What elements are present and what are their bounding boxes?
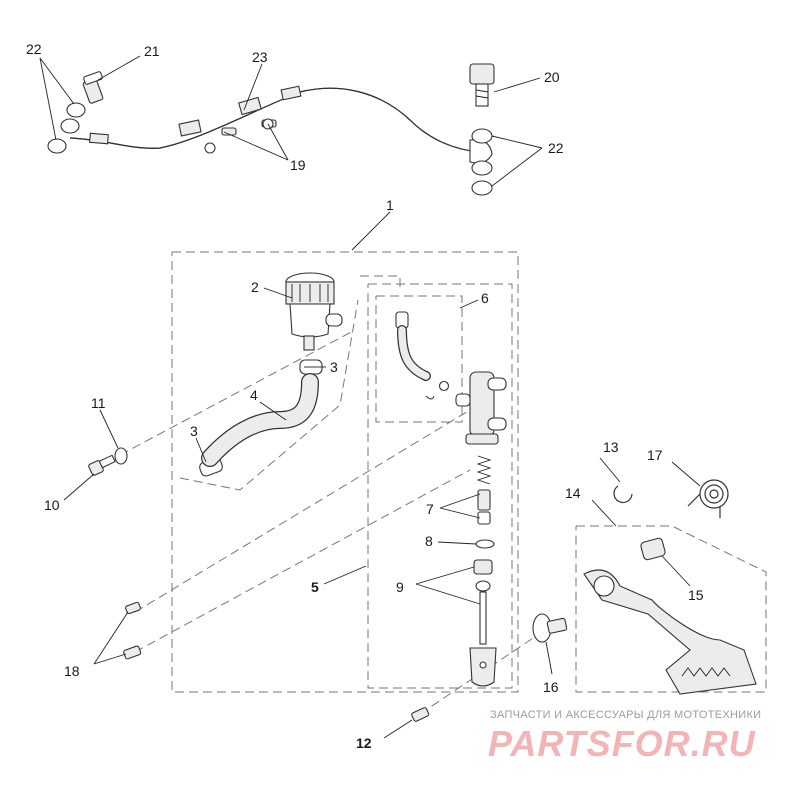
circlip-13 <box>613 485 633 504</box>
watermark-caption: ЗАПЧАСТИ И АКСЕССУАРЫ ДЛЯ МОТОТЕХНИКИ <box>490 709 761 721</box>
return-spring-17 <box>687 479 729 518</box>
callout-17: 17 <box>647 447 663 463</box>
callout-18: 18 <box>64 663 80 679</box>
callout-8: 8 <box>425 533 433 549</box>
callout-2: 2 <box>251 279 259 295</box>
callout-9: 9 <box>396 579 404 595</box>
bolt-10 <box>88 454 116 476</box>
callout-6: 6 <box>481 290 489 306</box>
pivot-bolt-16 <box>532 613 568 643</box>
brake-hose-assembly <box>69 85 493 164</box>
bolt-18-lower <box>123 645 142 660</box>
assembly-boundary-6 <box>375 295 463 423</box>
clip-bolts-19 <box>204 118 277 154</box>
callout-19: 19 <box>290 157 306 173</box>
o-ring-8 <box>475 539 495 549</box>
callout-14: 14 <box>565 485 581 501</box>
watermark-logo: PARTSFOR.RU <box>488 723 756 764</box>
piston-spring-7 <box>476 455 492 525</box>
callout-22-left: 22 <box>26 41 42 57</box>
banjo-bolt-21 <box>82 71 104 104</box>
callout-20: 20 <box>544 69 560 85</box>
projection-line <box>119 329 356 456</box>
assembly-boundary-14 <box>575 525 767 693</box>
assembly-boundary-5 <box>367 283 513 689</box>
callout-23: 23 <box>252 49 268 65</box>
callout-3-lower: 3 <box>190 423 198 439</box>
sealing-washer <box>471 128 493 144</box>
washer-22-left-group <box>47 102 86 154</box>
sealing-washer <box>471 160 493 176</box>
washer-11 <box>114 447 128 465</box>
callout-5: 5 <box>311 579 319 595</box>
callout-13: 13 <box>603 439 619 455</box>
banjo-bolt-20 <box>469 63 495 107</box>
brake-pedal-14 <box>583 569 757 695</box>
callout-1: 1 <box>386 197 394 213</box>
sealing-washer <box>60 118 80 134</box>
fluid-reservoir-2 <box>285 272 343 351</box>
master-cylinder-body <box>455 371 507 445</box>
assembly-boundary-1 <box>171 251 519 693</box>
sealing-washer <box>471 180 493 196</box>
callout-labels: 22 21 23 20 22 19 1 2 6 3 4 11 3 13 17 1… <box>26 41 704 751</box>
bolt-18-upper <box>125 601 141 615</box>
sealing-washer <box>47 138 67 154</box>
callout-12: 12 <box>356 735 372 751</box>
callout-21: 21 <box>144 43 160 59</box>
projection-line <box>134 469 471 653</box>
callout-22-right: 22 <box>548 140 564 156</box>
elbow-hose-6 <box>395 311 450 400</box>
washer-22-right-group <box>471 128 493 196</box>
callout-10: 10 <box>44 497 60 513</box>
assembly-boundary-link <box>360 275 401 292</box>
callout-16: 16 <box>543 679 559 695</box>
projection-line <box>134 409 471 613</box>
pushrod-9 <box>469 559 497 687</box>
watermark: ЗАПЧАСТИ И АКСЕССУАРЫ ДЛЯ МОТОТЕХНИКИ PA… <box>488 709 761 764</box>
sealing-washer <box>66 102 86 118</box>
projection-line <box>179 299 359 491</box>
callout-11: 11 <box>91 395 106 411</box>
leader-lines <box>39 55 701 739</box>
bolt-12 <box>411 707 430 722</box>
callout-4: 4 <box>250 387 258 403</box>
callout-7: 7 <box>426 501 434 517</box>
callout-3-upper: 3 <box>330 359 338 375</box>
reservoir-hose-4 <box>201 373 319 467</box>
callout-15: 15 <box>688 587 704 603</box>
pivot-bush-15 <box>640 537 666 561</box>
